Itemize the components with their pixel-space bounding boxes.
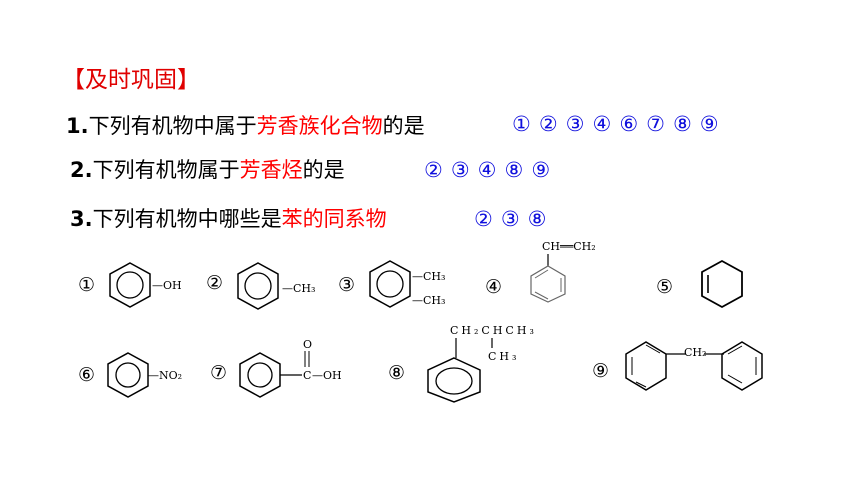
compound-3-number: ③ <box>338 274 356 296</box>
question-1-highlight: 芳香族化合物 <box>256 114 383 138</box>
answer-item: ⑦ <box>646 112 667 136</box>
question-3-number: 3. <box>70 207 93 231</box>
answer-item: ③ <box>450 158 472 182</box>
benzene-ring <box>530 265 566 303</box>
answer-item: ③ <box>500 207 522 231</box>
aromatic-circle <box>116 271 144 299</box>
substituent-label: —OH <box>312 369 342 382</box>
question-2-number: 2. <box>70 158 93 182</box>
answer-item: ② <box>474 207 495 231</box>
bridge-label: CH₂ <box>684 346 706 359</box>
answer-item: ⑥ <box>619 112 641 136</box>
compound-9-number: ⑨ <box>592 360 610 382</box>
substituent-label: —CH₃ <box>282 282 315 295</box>
substituent-label: —CH₃ <box>412 270 445 283</box>
benzene-ring <box>107 352 149 398</box>
question-2-prefix: 下列有机物属于 <box>92 158 240 182</box>
answer-item: ⑧ <box>527 207 549 231</box>
answer-item: ④ <box>477 158 499 182</box>
compound-1-number: ① <box>78 274 96 296</box>
question-2: 2.下列有机物属于芳香烃的是 <box>70 154 345 184</box>
question-1-suffix: 的是 <box>382 114 425 138</box>
answer-item: ② <box>538 112 560 136</box>
cyclohexene-ring <box>701 259 743 309</box>
question-1: 1.下列有机物中属于芳香族化合物的是 <box>66 110 425 140</box>
answer-item: ① <box>512 112 533 136</box>
benzene-ring <box>239 352 281 398</box>
question-3-highlight: 苯的同系物 <box>281 207 387 231</box>
chain-label: CH₂CHCH₃ <box>450 324 537 337</box>
aromatic-circle <box>435 367 473 395</box>
double-bond-line <box>727 345 743 355</box>
double-bond-line <box>645 344 661 354</box>
double-bond-line <box>534 269 549 279</box>
compound-9-structure: CH₂ <box>625 341 763 391</box>
substituent-label: —NO₂ <box>148 369 182 382</box>
benzene-ring <box>237 262 279 310</box>
compound-8-number: ⑧ <box>388 362 406 384</box>
question-3: 3.下列有机物中哪些是苯的同系物 <box>70 203 387 233</box>
compound-8-structure: CH₂CHCH₃ CH₃ <box>427 324 537 403</box>
aromatic-circle <box>115 362 141 388</box>
answer-item: ⑧ <box>672 112 694 136</box>
compound-6-structure: —NO₂ <box>107 352 182 398</box>
answer-item: ⑨ <box>699 112 721 136</box>
benzene-ring <box>427 357 481 403</box>
question-2-suffix: 的是 <box>302 158 345 182</box>
substituent-label: —CH₃ <box>412 294 445 307</box>
aromatic-circle <box>376 270 404 298</box>
answer-item: ④ <box>592 112 614 136</box>
carbonyl-oxygen-label: O <box>303 338 312 351</box>
compound-1-structure: —OH <box>109 262 182 308</box>
double-bond-line <box>635 381 647 388</box>
double-bond-line <box>534 291 549 300</box>
benzene-ring <box>109 262 151 308</box>
benzene-ring <box>721 341 763 391</box>
compound-5-structure <box>701 259 743 309</box>
section-title: 【及时巩固】 <box>62 67 200 93</box>
branch-label: CH₃ <box>488 350 519 363</box>
substituent-label: CH══CH₂ <box>542 240 596 253</box>
answer-item: ③ <box>565 112 587 136</box>
compound-7-structure: O C —OH <box>239 338 342 398</box>
compound-4-structure: CH══CH₂ <box>530 240 596 303</box>
question-3-prefix: 下列有机物中哪些是 <box>92 207 282 231</box>
question-1-number: 1. <box>66 114 89 138</box>
compound-2-structure: —CH₃ <box>237 262 315 310</box>
question-2-highlight: 芳香烃 <box>239 158 303 182</box>
substituent-label: —OH <box>152 279 182 292</box>
question-1-prefix: 下列有机物中属于 <box>88 114 257 138</box>
benzene-ring <box>369 260 411 308</box>
compound-4-number: ④ <box>485 276 503 298</box>
compound-2-number: ② <box>206 272 224 294</box>
compound-6-number: ⑥ <box>78 364 96 386</box>
answer-item: ⑨ <box>531 158 553 182</box>
aromatic-circle <box>247 362 273 388</box>
compound-3-structure: —CH₃ —CH₃ <box>369 260 445 308</box>
answer-item: ⑧ <box>504 158 526 182</box>
carbon-label: C <box>303 369 311 382</box>
compound-7-number: ⑦ <box>210 362 228 384</box>
compound-5-number: ⑤ <box>656 276 674 298</box>
double-bond-line <box>727 374 743 384</box>
answer-item: ② <box>424 158 445 182</box>
aromatic-circle <box>244 272 272 300</box>
